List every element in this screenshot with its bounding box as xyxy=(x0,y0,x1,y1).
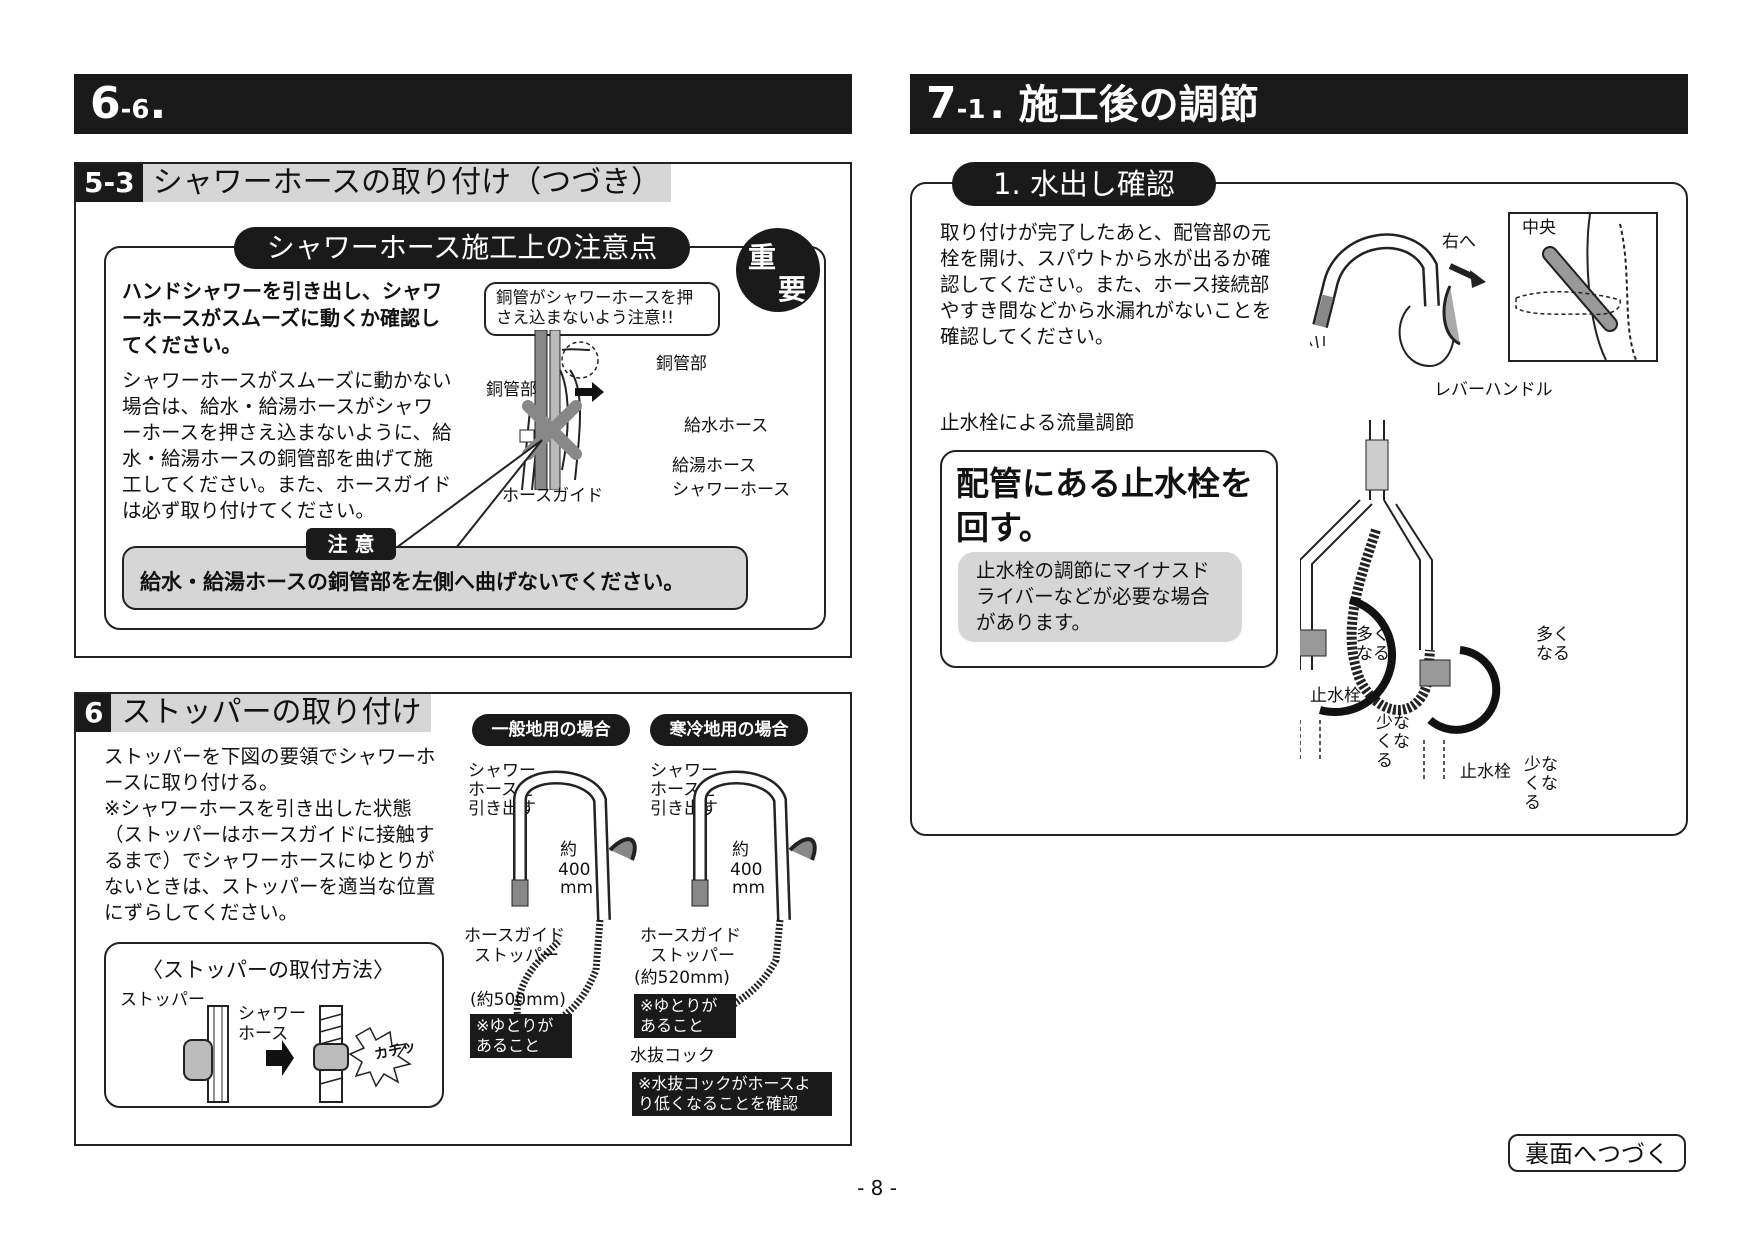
label-hose-guide: ホースガイド xyxy=(502,486,604,506)
general-length-unit: mm xyxy=(560,878,594,898)
valve-piping-illustration xyxy=(1300,420,1501,780)
caution-box xyxy=(122,546,748,610)
cold-slack-note: ※ゆとりがあること xyxy=(634,994,736,1038)
valve-instruction-text: 配管にある止水栓を回す。 xyxy=(956,464,1253,547)
important-badge: 重 要 xyxy=(736,228,820,312)
cold-faucet-illustration xyxy=(691,770,817,1023)
stopper-method-box xyxy=(104,942,444,1108)
right-header-sub: -1 xyxy=(956,95,986,125)
badge-char-1: 重 xyxy=(748,241,777,274)
label-copper-right: 銅管部 xyxy=(656,354,707,374)
stopper-label: ストッパー xyxy=(120,990,205,1010)
section-5-3-number: 5-3 xyxy=(76,164,143,202)
cold-size-label: (約520mm) xyxy=(634,968,730,988)
center-label: 中央 xyxy=(1522,218,1556,238)
less-flow-label-1: 少なくなる xyxy=(1376,713,1410,771)
section-5-3-title: シャワーホースの取り付け（つづき） xyxy=(142,164,672,202)
stopper-method-title: 〈ストッパーの取付方法〉 xyxy=(142,958,394,982)
general-stopper-label: ストッパー xyxy=(474,946,559,966)
more-flow-label-1: 多くなる xyxy=(1356,625,1390,664)
section-6-number: 6 xyxy=(76,694,112,732)
lever-center-illustration xyxy=(1515,213,1637,361)
cold-length-value: 400 xyxy=(730,860,763,880)
caution-text: 給水・給湯ホースの銅管部を左側へ曲げないでください。 xyxy=(140,570,685,594)
more-flow-label-2: 多くなる xyxy=(1536,625,1570,664)
general-guide-label: ホースガイド xyxy=(464,926,566,946)
left-section-header: 6 -6 . xyxy=(74,74,852,134)
left-header-dot: . xyxy=(149,78,167,129)
section-6-panel xyxy=(74,692,852,1146)
valve-label-2: 止水栓 xyxy=(1460,762,1511,782)
valve-label-1: 止水栓 xyxy=(1310,686,1361,706)
lever-handle-label: レバーハンドル xyxy=(1434,380,1553,400)
general-length-value: 400 xyxy=(558,860,591,880)
general-approx-label: 約 xyxy=(560,840,577,860)
water-check-title: 1. 水出し確認 xyxy=(952,162,1216,206)
section-5-3-panel xyxy=(74,162,852,658)
copper-callout: 銅管がシャワーホースを押さえ込まないよう注意!! xyxy=(484,282,720,336)
label-hot-hose: 給湯ホース xyxy=(672,456,757,476)
stopper-note: ※シャワーホースを引き出した状態（ストッパーはホースガイドに接触するまで）でシャ… xyxy=(104,797,436,924)
label-shower-hose: シャワーホース xyxy=(672,480,791,500)
screwdriver-note: 止水栓の調節にマイナスドライバーなどが必要な場合があります。 xyxy=(958,552,1242,642)
left-header-number: 6 xyxy=(90,78,121,129)
cold-guide-label: ホースガイド xyxy=(640,926,742,946)
less-flow-label-2: 少なくなる xyxy=(1524,755,1558,813)
right-section-header: 7 -1 . 施工後の調節 xyxy=(910,74,1688,134)
water-check-text: 取り付けが完了したあと、配管部の元栓を開け、スパウトから水が出るか確認してくださ… xyxy=(940,221,1272,348)
copper-callout-text: 銅管がシャワーホースを押さえ込まないよう注意!! xyxy=(496,288,694,327)
section-5-3-tab: 5-3 シャワーホースの取り付け（つづき） xyxy=(76,164,672,202)
left-header-sub: -6 xyxy=(120,95,150,125)
right-header-title: . 施工後の調節 xyxy=(989,82,1259,128)
cold-length-unit: mm xyxy=(732,878,766,898)
cold-stopper-label: ストッパー xyxy=(650,946,735,966)
section-6-tab: 6 ストッパーの取り付け xyxy=(76,694,432,732)
shower-hose-label: シャワーホース xyxy=(238,1004,306,1044)
caution-pointer xyxy=(396,439,543,549)
cold-region-pill: 寒冷地用の場合 xyxy=(650,714,808,746)
general-slack-note: ※ゆとりがあること xyxy=(470,1014,572,1058)
drain-cock-note: ※水抜コックがホースより低くなることを確認 xyxy=(632,1072,832,1116)
valve-instruction-box xyxy=(940,450,1278,668)
caution-label: 注 意 xyxy=(306,528,396,560)
faucet-lever-illustration xyxy=(1310,233,1486,368)
section-6-title: ストッパーの取り付け xyxy=(111,694,432,732)
shower-instruction-text: シャワーホースがスムーズに動かない場合は、給水・給湯ホースがシャワーホースを押さ… xyxy=(122,369,452,522)
cold-approx-label: 約 xyxy=(732,840,749,860)
badge-char-2: 要 xyxy=(778,273,807,306)
lever-zoom-box xyxy=(1508,212,1658,362)
stopper-attach-illustration xyxy=(183,1005,412,1103)
flow-adjust-title: 止水栓による流量調節 xyxy=(940,411,1135,434)
water-check-box xyxy=(910,182,1688,836)
drain-cock-label: 水抜コック xyxy=(630,1046,715,1066)
important-title: シャワーホース施工上の注意点 xyxy=(234,227,690,269)
general-region-pill: 一般地用の場合 xyxy=(472,714,630,746)
general-size-label: (約500mm) xyxy=(470,990,566,1010)
stopper-instruction: ストッパーを下図の要領でシャワーホースに取り付ける。 xyxy=(104,745,436,794)
continue-on-back-label: 裏面へつづく xyxy=(1508,1134,1686,1172)
right-header-number: 7 xyxy=(926,78,957,129)
turn-right-label: 右へ xyxy=(1442,232,1476,252)
page-number: - 8 - xyxy=(857,1176,897,1200)
label-supply-hose: 給水ホース xyxy=(684,416,769,436)
shower-check-text: ハンドシャワーを引き出し、シャワーホースがスムーズに動くか確認してください。 xyxy=(122,279,442,357)
label-copper-left: 銅管部 xyxy=(486,380,537,400)
